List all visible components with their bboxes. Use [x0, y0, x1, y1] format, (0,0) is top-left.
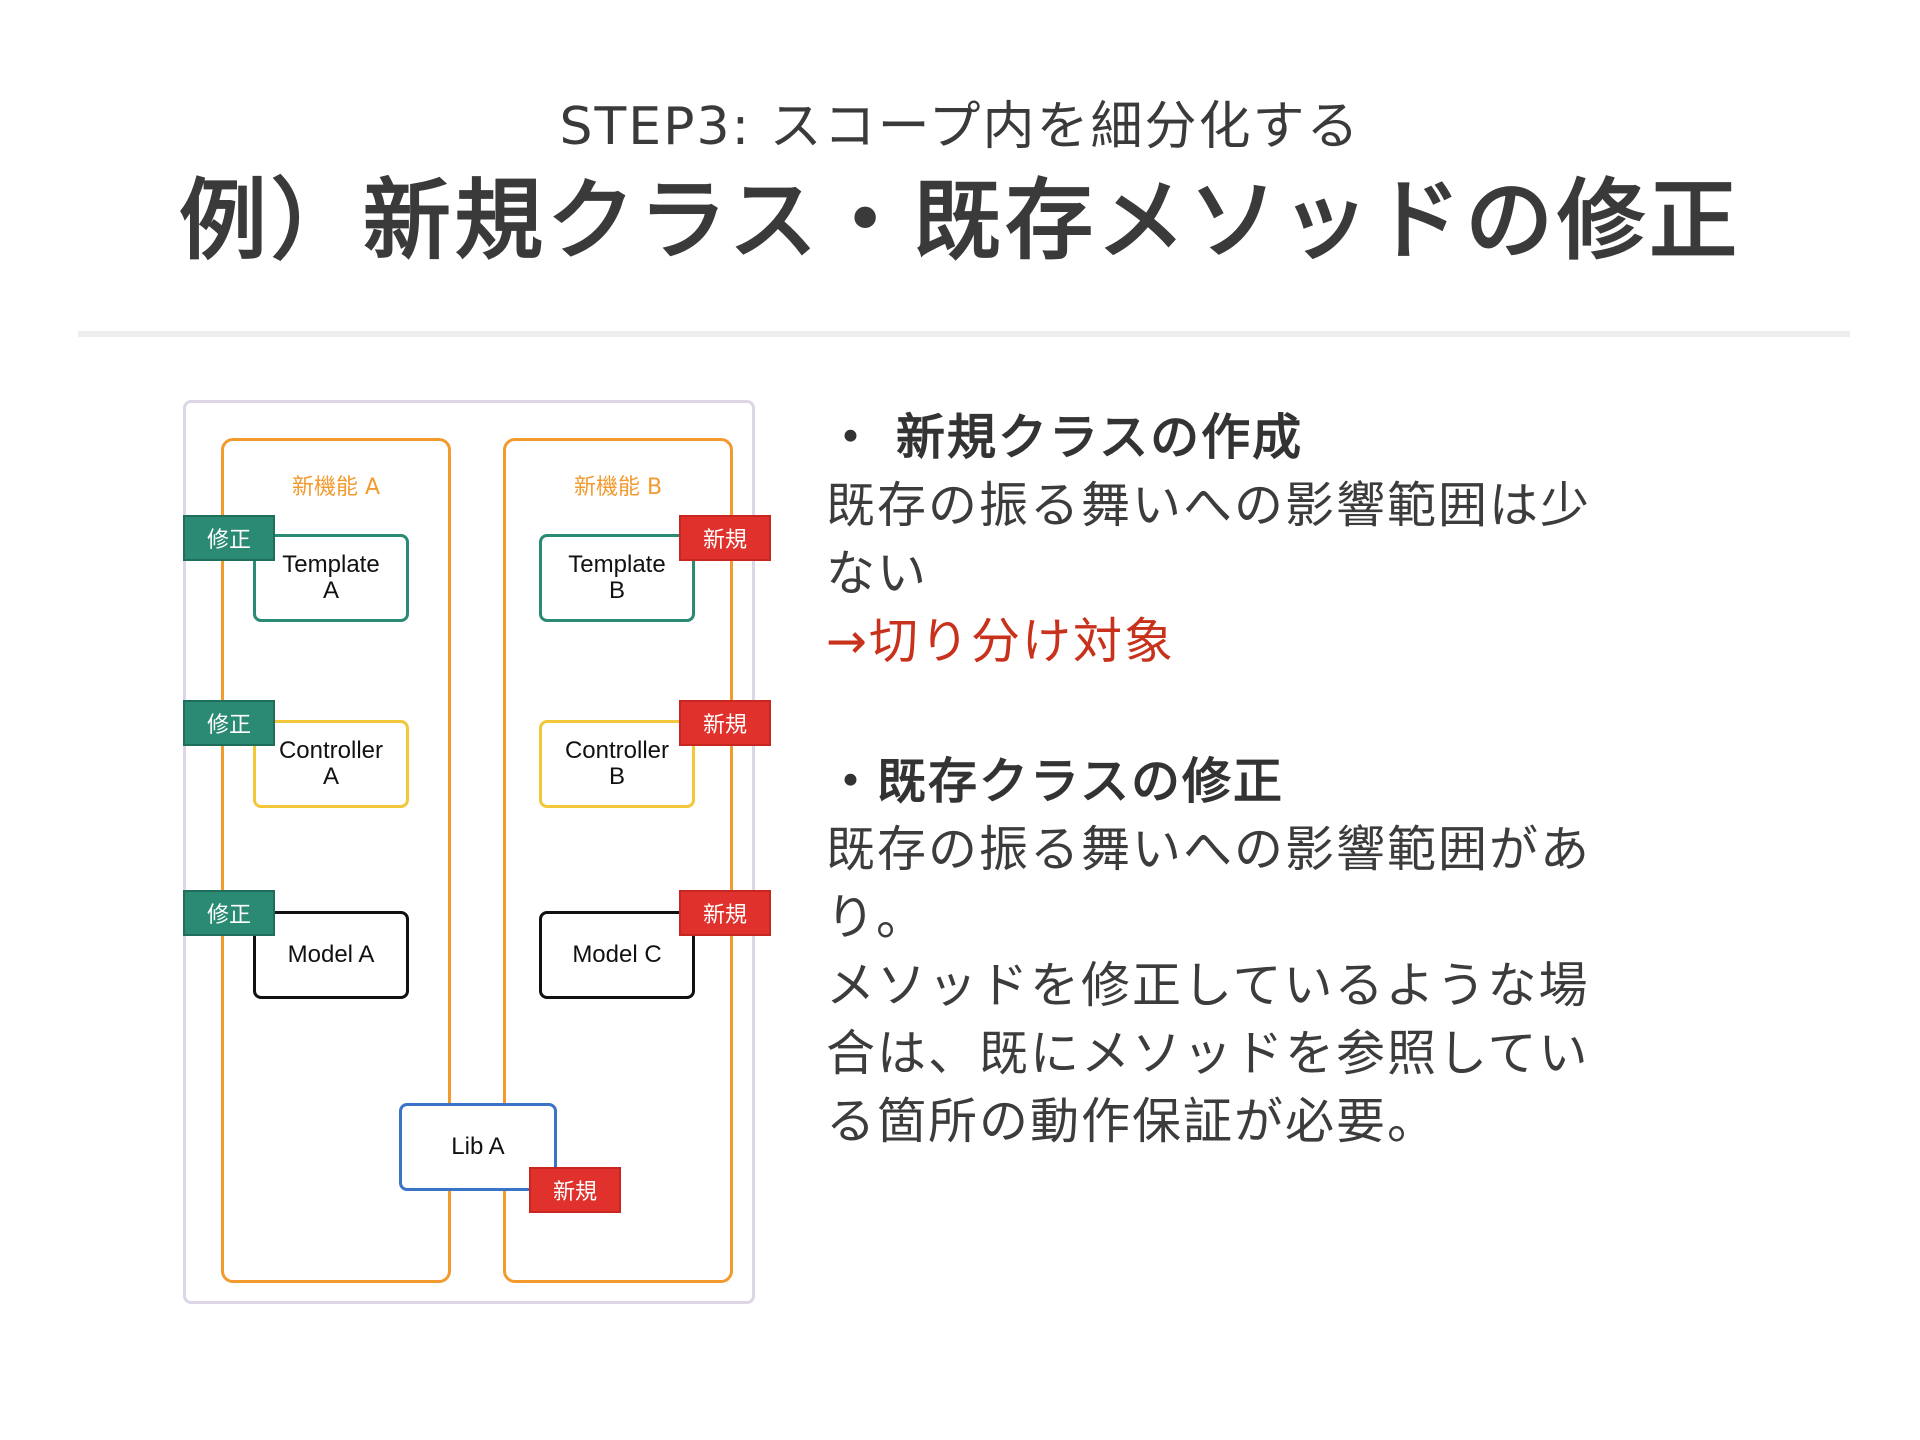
slide-title: 例）新規クラス・既存メソッドの修正: [178, 169, 1742, 272]
model-a-box: Model A: [253, 911, 409, 999]
section2-line1: 既存の振る舞いへの影響範囲があ: [826, 821, 1592, 878]
section2-line4: 合は、既にメソッドを参照してい: [826, 1025, 1590, 1082]
new-tag-template-b: 新規: [679, 515, 771, 561]
feature-column-a: 新機能 A: [221, 438, 451, 1283]
fix-tag-controller-a: 修正: [183, 700, 275, 746]
section2-heading: ・既存クラスの修正: [826, 753, 1285, 810]
section1-line1: 既存の振る舞いへの影響範囲は少: [826, 477, 1592, 534]
section1-line2: ない: [826, 545, 929, 602]
new-tag-model-c: 新規: [679, 890, 771, 936]
section1-heading: ・ 新規クラスの作成: [826, 409, 1304, 466]
section2-line2: り。: [826, 889, 928, 946]
feature-column-b: 新機能 B: [503, 438, 733, 1283]
model-c-box: Model C: [539, 911, 695, 999]
slide-subtitle: STEP3: スコープ内を細分化する: [559, 97, 1361, 157]
new-tag-lib-a: 新規: [529, 1167, 621, 1213]
divider: [78, 331, 1850, 337]
feature-column-b-label: 新機能 B: [573, 475, 663, 500]
new-tag-controller-b: 新規: [679, 700, 771, 746]
section2-line3: メソッドを修正しているような場: [826, 957, 1590, 1014]
fix-tag-model-a: 修正: [183, 890, 275, 936]
fix-tag-template-a: 修正: [183, 515, 275, 561]
section2-line5: る箇所の動作保証が必要。: [826, 1093, 1439, 1150]
section1-highlight: →切り分け対象: [826, 613, 1176, 670]
feature-column-a-label: 新機能 A: [291, 475, 381, 500]
